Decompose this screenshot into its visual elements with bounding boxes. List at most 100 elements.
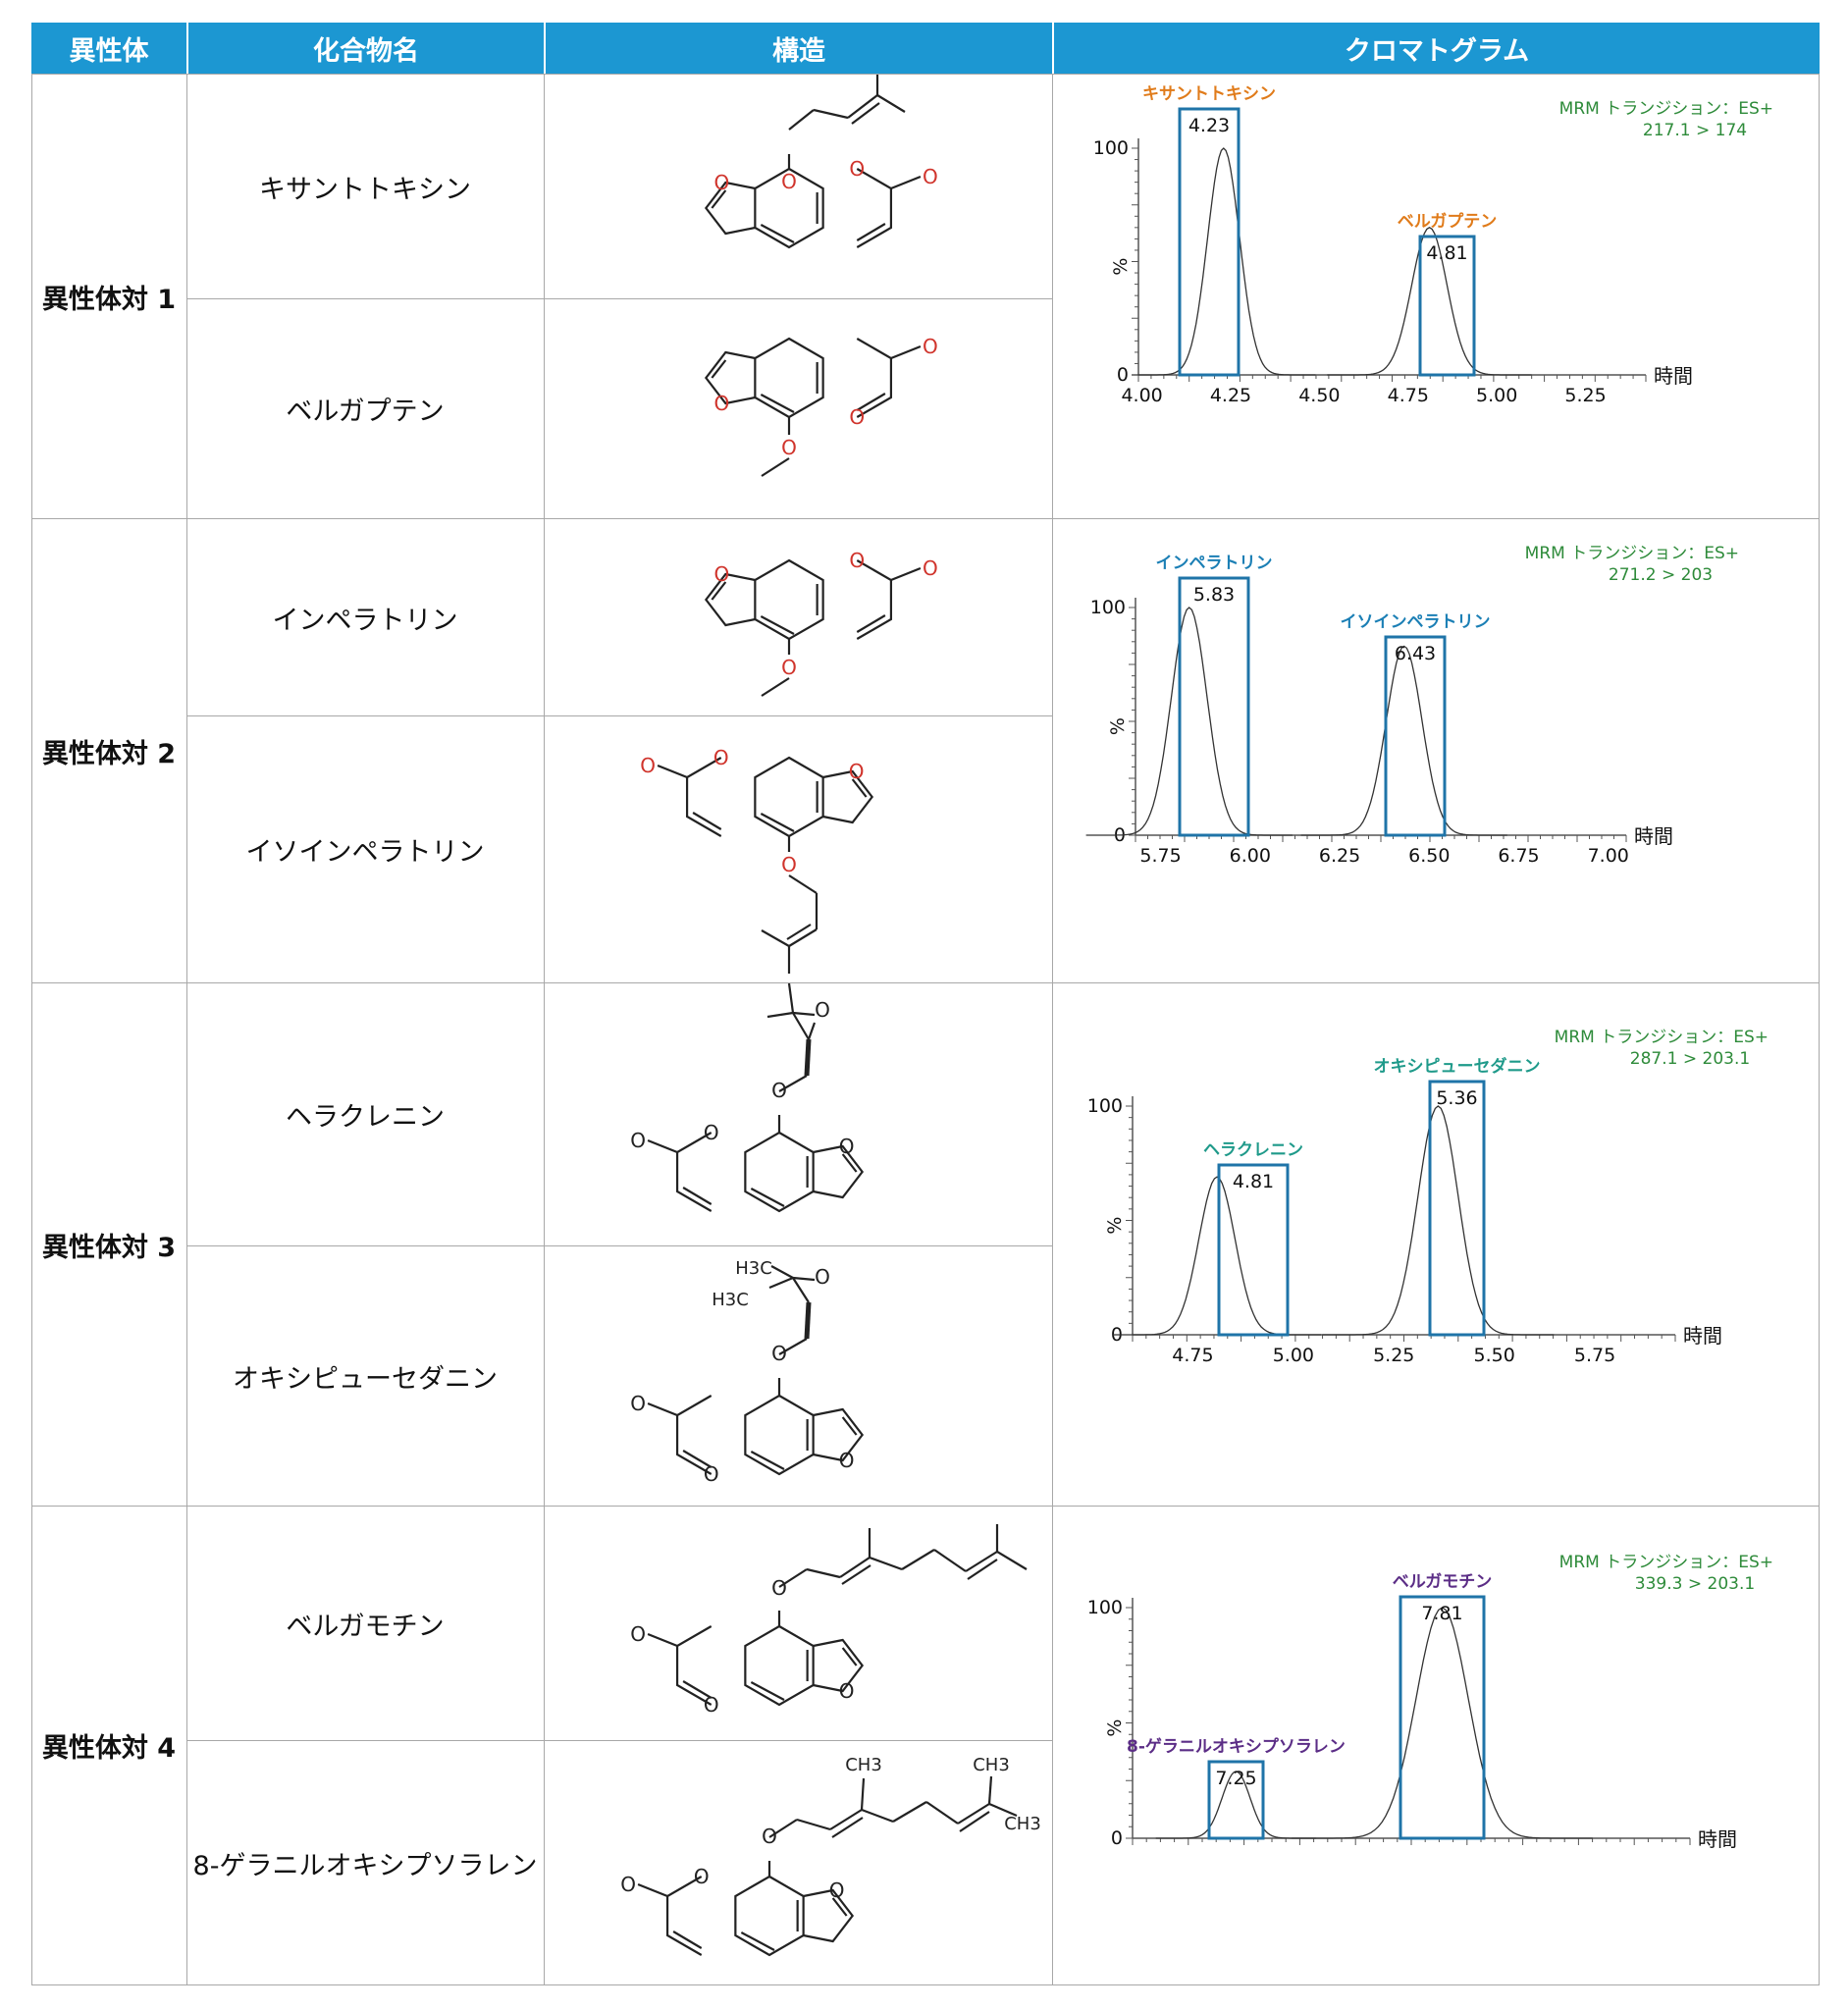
- structure-oxypeucedanin: OOO O O H3C H3C: [630, 1258, 865, 1486]
- x-tick-label: 5.00: [1476, 385, 1517, 406]
- svg-text:O: O: [704, 1121, 719, 1144]
- compound-name-8-geranyloxypsoralen: 8-ゲラニルオキシプソラレン: [192, 1850, 538, 1881]
- structure-xanthotoxin: OOO O: [704, 75, 938, 249]
- oxygen-label: O: [781, 656, 797, 679]
- oxygen-label: O: [771, 1342, 787, 1365]
- retention-time-label: 5.36: [1436, 1087, 1477, 1109]
- svg-text:O: O: [839, 1449, 855, 1472]
- mrm-transition-label: MRM トランジション：ES+: [1555, 1028, 1769, 1047]
- x-axis-label: 時間: [1683, 1324, 1722, 1348]
- mrm-transition-label: MRM トランジション：ES+: [1525, 544, 1739, 563]
- peak-highlight-box: [1207, 1760, 1265, 1840]
- svg-text:O: O: [640, 754, 656, 777]
- mrm-transition-value: 271.2 > 203: [1609, 565, 1713, 585]
- retention-time-label: 4.23: [1188, 115, 1230, 136]
- isomer-pair-1-label: 異性体対 1: [41, 284, 177, 315]
- svg-text:O: O: [849, 157, 865, 181]
- oxygen-label: O: [781, 436, 797, 459]
- x-tick-label: 5.75: [1574, 1345, 1615, 1366]
- x-tick-label: 6.50: [1408, 845, 1450, 867]
- peak-name-label: オキシピューセダニン: [1374, 1056, 1541, 1077]
- oxygen-label: O: [815, 1265, 830, 1289]
- x-tick-label: 5.75: [1139, 845, 1181, 867]
- x-tick-label: 6.75: [1498, 845, 1539, 867]
- y-tick-label: 100: [1093, 137, 1129, 159]
- y-tick-label: 100: [1090, 597, 1126, 618]
- x-axis-label: 時間: [1634, 824, 1673, 848]
- peak-name-label: ベルガプテン: [1398, 211, 1498, 232]
- svg-text:O: O: [849, 760, 865, 783]
- compound-name-oxypeucedanin: オキシピューセダニン: [233, 1363, 498, 1395]
- peak-highlight-box: [1217, 1163, 1290, 1337]
- svg-text:O: O: [923, 335, 938, 358]
- y-axis-label: %: [1107, 717, 1129, 735]
- x-tick-label: 4.00: [1121, 385, 1162, 406]
- mrm-transition-label: MRM トランジション：ES+: [1559, 99, 1773, 119]
- y-tick-label: 0: [1111, 1827, 1123, 1849]
- peak-highlight-box: [1384, 635, 1447, 837]
- y-axis-label: %: [1110, 258, 1132, 276]
- peak-highlight-box: [1178, 107, 1241, 377]
- mrm-transition-label: MRM トランジション：ES+: [1559, 1553, 1773, 1572]
- y-tick-label: 100: [1087, 1095, 1123, 1117]
- svg-text:O: O: [849, 405, 865, 429]
- oxygen-label: O: [815, 998, 830, 1022]
- peak-name-label: イソインペラトリン: [1341, 612, 1491, 632]
- retention-time-label: 7.25: [1215, 1768, 1256, 1789]
- x-tick-label: 5.00: [1273, 1345, 1314, 1366]
- y-axis-label: %: [1104, 1719, 1126, 1737]
- peak-highlight-box: [1428, 1080, 1486, 1337]
- structure-bergamottin: O O O O: [630, 1524, 1028, 1717]
- methyl-label: H3C: [735, 1258, 772, 1279]
- isomer-table: 異性体 化合物名 構造 クロマトグラム 異性体対 1 異性体対 2 異性体対 3…: [31, 23, 1820, 1985]
- svg-text:O: O: [839, 1679, 855, 1703]
- svg-text:O: O: [704, 1693, 719, 1717]
- x-tick-label: 4.25: [1210, 385, 1251, 406]
- x-tick-label: 6.25: [1319, 845, 1360, 867]
- peak-name-label: ヘラクレニン: [1203, 1140, 1303, 1160]
- structure-bergapten: OOO O: [704, 335, 938, 477]
- peak-highlight-box: [1178, 576, 1250, 837]
- isomer-pair-4-label: 異性体対 4: [41, 1733, 177, 1764]
- isomer-pair-2-label: 異性体対 2: [41, 738, 177, 769]
- peak-trace: [1322, 1105, 1555, 1336]
- isomer-pair-3-label: 異性体対 3: [41, 1232, 177, 1263]
- mrm-transition-value: 217.1 > 174: [1643, 121, 1747, 140]
- oxygen-label: O: [762, 1825, 777, 1848]
- header-isomer: 異性体: [31, 23, 186, 74]
- x-tick-label: 6.00: [1230, 845, 1271, 867]
- retention-time-label: 4.81: [1233, 1171, 1274, 1192]
- svg-text:O: O: [839, 1135, 855, 1158]
- y-axis-label: %: [1104, 1217, 1126, 1235]
- peak-highlight-box: [1418, 235, 1476, 377]
- svg-text:O: O: [630, 1622, 646, 1646]
- x-tick-label: 4.75: [1172, 1345, 1213, 1366]
- peak-highlight-box: [1399, 1595, 1486, 1840]
- peak-trace: [1300, 645, 1507, 836]
- x-tick-label: 5.25: [1564, 385, 1606, 406]
- header-compound-name: 化合物名: [186, 23, 544, 74]
- methyl-label: CH3: [845, 1755, 882, 1775]
- retention-time-label: 7.81: [1421, 1603, 1462, 1624]
- oxygen-label: O: [771, 1576, 787, 1600]
- compound-name-imperatorin: インペラトリン: [272, 605, 458, 636]
- peak-name-label: キサントトキシン: [1142, 84, 1276, 104]
- y-tick-label: 0: [1117, 364, 1129, 386]
- svg-text:O: O: [630, 1129, 646, 1152]
- x-tick-label: 5.25: [1373, 1345, 1414, 1366]
- retention-time-label: 5.83: [1193, 584, 1235, 606]
- peak-trace: [1155, 1771, 1317, 1839]
- oxygen-label: O: [781, 170, 797, 193]
- compound-name-bergapten: ベルガプテン: [286, 397, 445, 427]
- svg-text:O: O: [923, 165, 938, 188]
- mrm-transition-value: 287.1 > 203.1: [1630, 1049, 1750, 1069]
- retention-time-label: 4.81: [1426, 242, 1467, 264]
- peak-trace: [1132, 147, 1316, 376]
- x-tick-label: 5.50: [1474, 1345, 1515, 1366]
- oxygen-label: O: [771, 1079, 787, 1102]
- peak-trace: [1327, 227, 1532, 376]
- x-tick-label: 4.75: [1388, 385, 1429, 406]
- structure-imperatorin: OOO O: [704, 549, 938, 697]
